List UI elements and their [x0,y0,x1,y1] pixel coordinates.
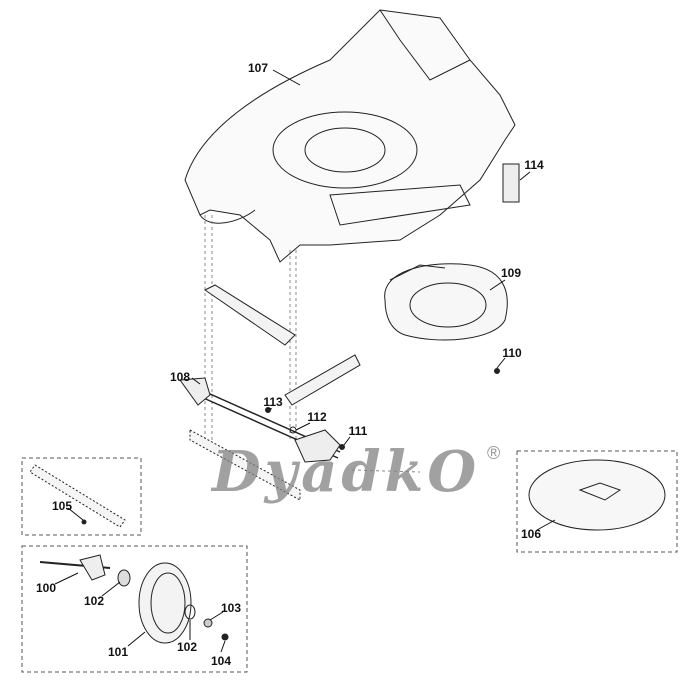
mulch-plate-part [528,459,666,531]
callout-102-second: 102 [176,640,198,654]
callout-114: 114 [524,158,544,172]
decal-part [502,163,520,203]
callout-102: 102 [83,594,105,608]
callout-104: 104 [210,654,232,668]
callout-109: 109 [500,266,522,280]
callout-107: 107 [247,61,269,75]
callout-110: 110 [502,346,522,360]
callout-112: 112 [307,410,327,424]
registered-mark: ® [487,443,501,463]
callout-111: 111 [348,424,368,438]
hose-part [204,284,296,346]
baffle-part [384,263,508,341]
callout-105: 105 [51,499,73,513]
mower-deck-part [184,9,516,263]
watermark-logo: DyadkO [212,439,481,505]
callout-106: 106 [520,527,542,541]
callout-108: 108 [169,370,191,384]
callout-113: 113 [263,395,283,409]
callout-100: 100 [35,581,57,595]
wheel-part [138,562,192,644]
callout-103: 103 [220,601,242,615]
callout-101: 101 [107,645,129,659]
